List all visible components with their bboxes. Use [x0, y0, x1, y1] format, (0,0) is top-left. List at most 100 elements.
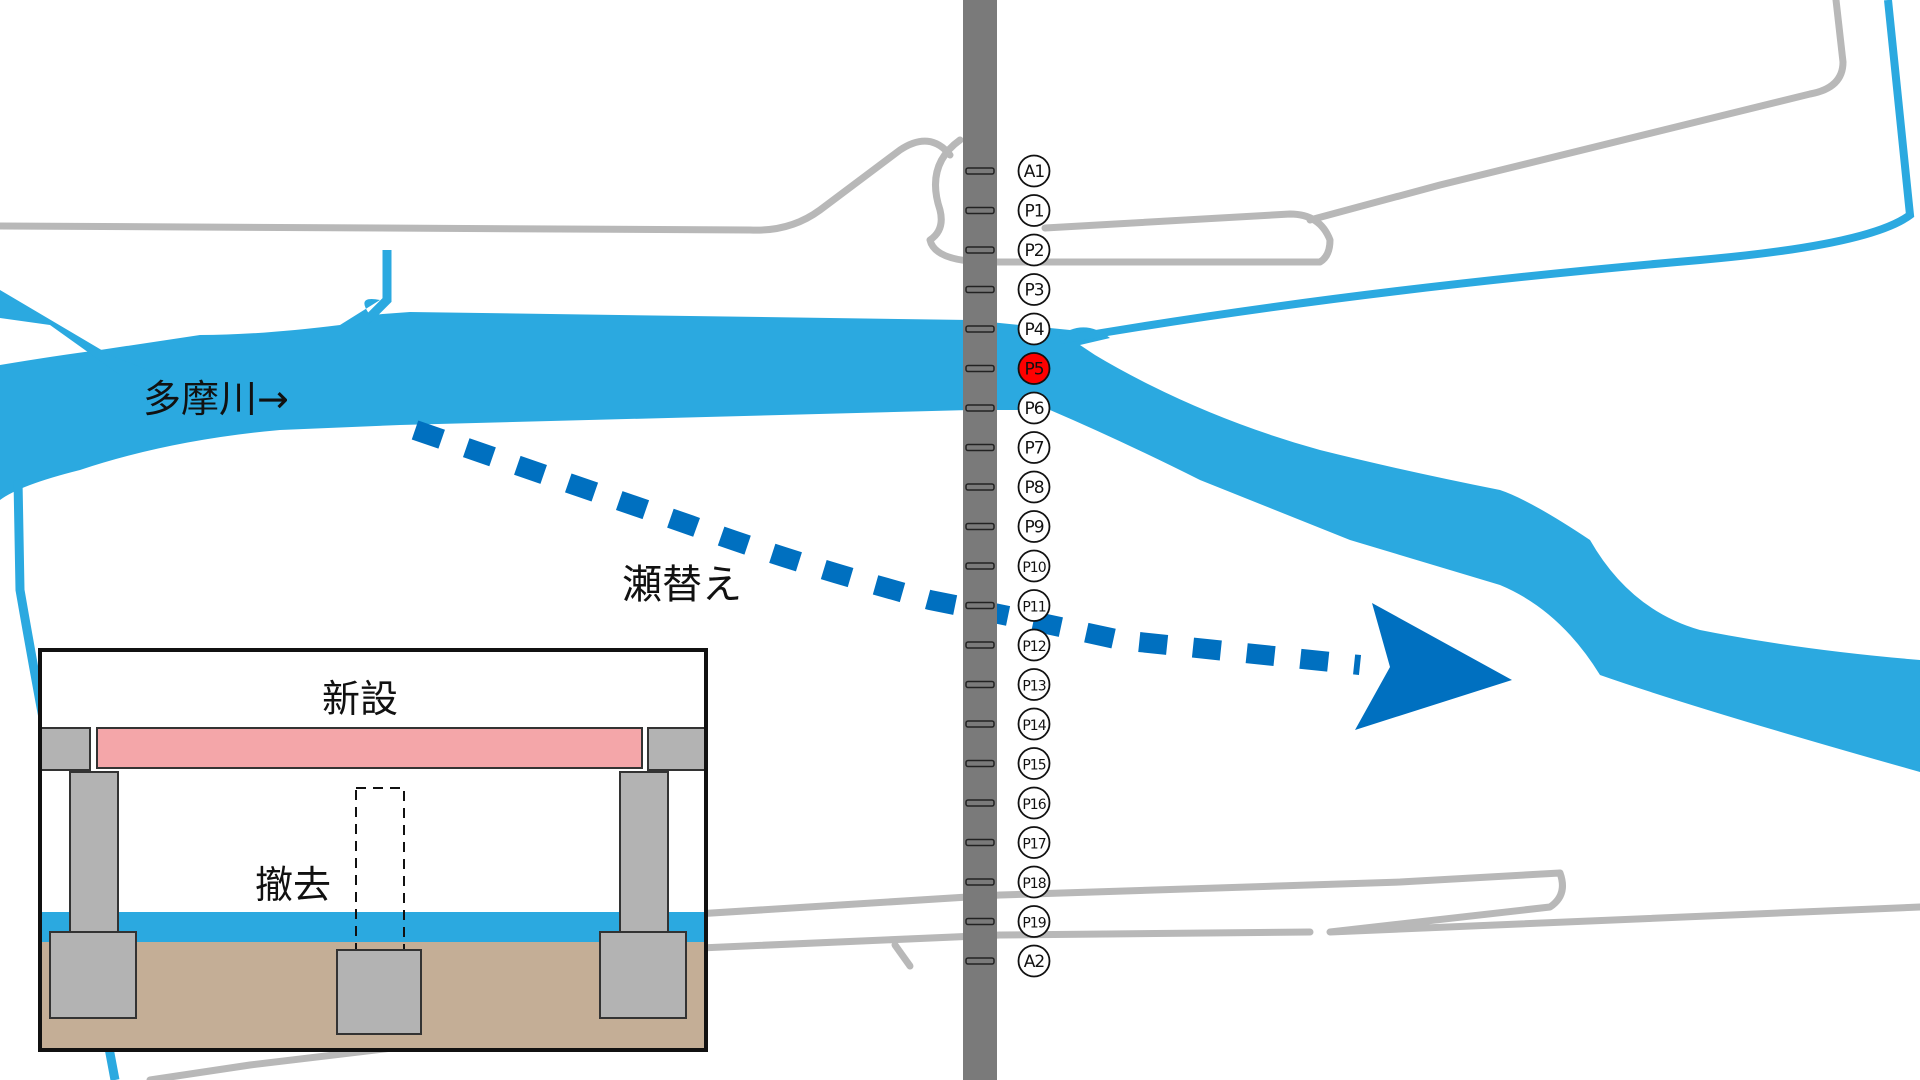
pier-tick-p15 [965, 759, 995, 768]
road-lower-left [676, 869, 1920, 936]
inset-removal-label: 撤去 [255, 863, 331, 907]
pier-label-p6: P6 [1017, 391, 1051, 425]
pier-label-a2: A2 [1017, 944, 1051, 978]
diversion-dashed-line [411, 420, 1362, 675]
inset-left-pier-column [69, 771, 119, 935]
pier-circle [1017, 628, 1051, 662]
pier-label-text: P3 [1024, 281, 1043, 301]
pier-circle [1017, 944, 1051, 978]
pier-circle [1017, 826, 1051, 859]
pier-circle [1017, 589, 1051, 622]
inset-center-footing [336, 949, 422, 1035]
pier-label-p17: P17 [1017, 826, 1051, 859]
pier-tick-p16 [965, 799, 995, 807]
road-lower-mid [696, 928, 1314, 952]
road-upper-loop [926, 136, 1334, 266]
pier-label-text: A2 [1024, 952, 1045, 972]
pier-tick-p4 [965, 325, 995, 333]
pier-tick-p6 [965, 404, 995, 412]
road-bottom-stub [891, 941, 914, 970]
inset-right-pier-column [619, 771, 669, 935]
pier-label-p3: P3 [1017, 273, 1051, 306]
pier-label-p1: P1 [1017, 194, 1051, 227]
pier-circle [1017, 470, 1051, 504]
pier-circle [1017, 668, 1051, 701]
pier-tick-p19 [965, 917, 995, 926]
diversion-arrow [411, 420, 1512, 730]
pier-label-text: P16 [1022, 797, 1046, 813]
road-upper-left [0, 137, 954, 234]
pier-label-text: P8 [1024, 478, 1043, 498]
pier-label-text: P7 [1024, 439, 1043, 459]
pier-tick-p3 [965, 285, 995, 294]
pier-circle [1017, 154, 1051, 188]
pier-tick-a2 [965, 957, 995, 965]
pier-labels: A1P1P2P3P4P5P6P7P8P9P10P11P12P13P14P15P1… [1017, 154, 1051, 978]
bridge-pier-ticks [965, 167, 995, 965]
inset-right-abutment [647, 727, 707, 771]
pier-label-text: P4 [1024, 320, 1043, 340]
inset-frame-border [38, 648, 708, 1052]
pier-circle [1017, 194, 1051, 227]
pier-label-text: P2 [1024, 241, 1043, 261]
pier-label-text: A1 [1024, 162, 1045, 182]
pier-circle [1017, 786, 1051, 820]
pier-label-text: P18 [1022, 876, 1045, 892]
pier-circle [1017, 273, 1051, 306]
pier-label-p16: P16 [1017, 786, 1051, 820]
pier-tick-p18 [965, 878, 995, 886]
pier-label-a1: A1 [1017, 154, 1051, 188]
pier-label-text: P14 [1022, 718, 1046, 734]
river-main-channel [0, 290, 1920, 772]
bridge [963, 0, 997, 1080]
pier-label-text: P13 [1022, 679, 1045, 695]
pier-label-p5: P5 [1017, 352, 1051, 385]
pier-label-p13: P13 [1017, 668, 1051, 701]
pier-circle [1017, 312, 1051, 346]
pier-circle [1017, 707, 1051, 741]
road-upper-right [1306, 0, 1847, 224]
pier-tick-p8 [965, 483, 995, 491]
pier-label-p9: P9 [1017, 510, 1051, 543]
river-name-label: 多摩川→ [143, 377, 289, 421]
pier-label-p4: P4 [1017, 312, 1051, 346]
pier-tick-p5 [965, 364, 995, 373]
pier-label-p12: P12 [1017, 628, 1051, 662]
pier-circle [1017, 510, 1051, 543]
inset-water [40, 912, 706, 942]
pier-tick-p1 [965, 206, 995, 215]
pier-label-p8: P8 [1017, 470, 1051, 504]
inset-left-abutment [39, 727, 91, 771]
inset-removed-pier-outline [355, 787, 405, 951]
pier-circle [1017, 391, 1051, 425]
pier-label-text: P19 [1022, 916, 1045, 932]
pier-circle [1017, 431, 1051, 464]
pier-tick-a1 [965, 167, 995, 175]
bridge-deck [963, 0, 997, 1080]
river-north-channel [1059, 0, 1915, 344]
pier-circle [1017, 905, 1051, 938]
pier-label-p14: P14 [1017, 707, 1051, 741]
cross-section-inset: 新設 撤去 [38, 648, 708, 1052]
pier-circle [1017, 865, 1051, 899]
pier-label-p11: P11 [1017, 589, 1051, 622]
pier-label-text: P12 [1022, 639, 1045, 655]
pier-label-p10: P10 [1017, 549, 1051, 583]
pier-tick-p12 [965, 641, 995, 649]
pier-label-text: P11 [1022, 600, 1045, 616]
pier-tick-p7 [965, 443, 995, 452]
pier-label-text: P10 [1022, 560, 1045, 576]
pier-circle [1017, 352, 1051, 385]
pier-circle [1017, 747, 1051, 780]
pier-label-text: P5 [1024, 360, 1043, 380]
pier-label-text: P1 [1024, 202, 1043, 222]
pier-label-p15: P15 [1017, 747, 1051, 780]
pier-tick-p14 [965, 720, 995, 728]
river-tributary [361, 250, 392, 326]
inset-new-construction-label: 新設 [322, 677, 398, 721]
pier-label-p2: P2 [1017, 233, 1051, 267]
pier-label-text: P9 [1024, 518, 1043, 538]
inset-right-pier-footing [599, 931, 687, 1019]
